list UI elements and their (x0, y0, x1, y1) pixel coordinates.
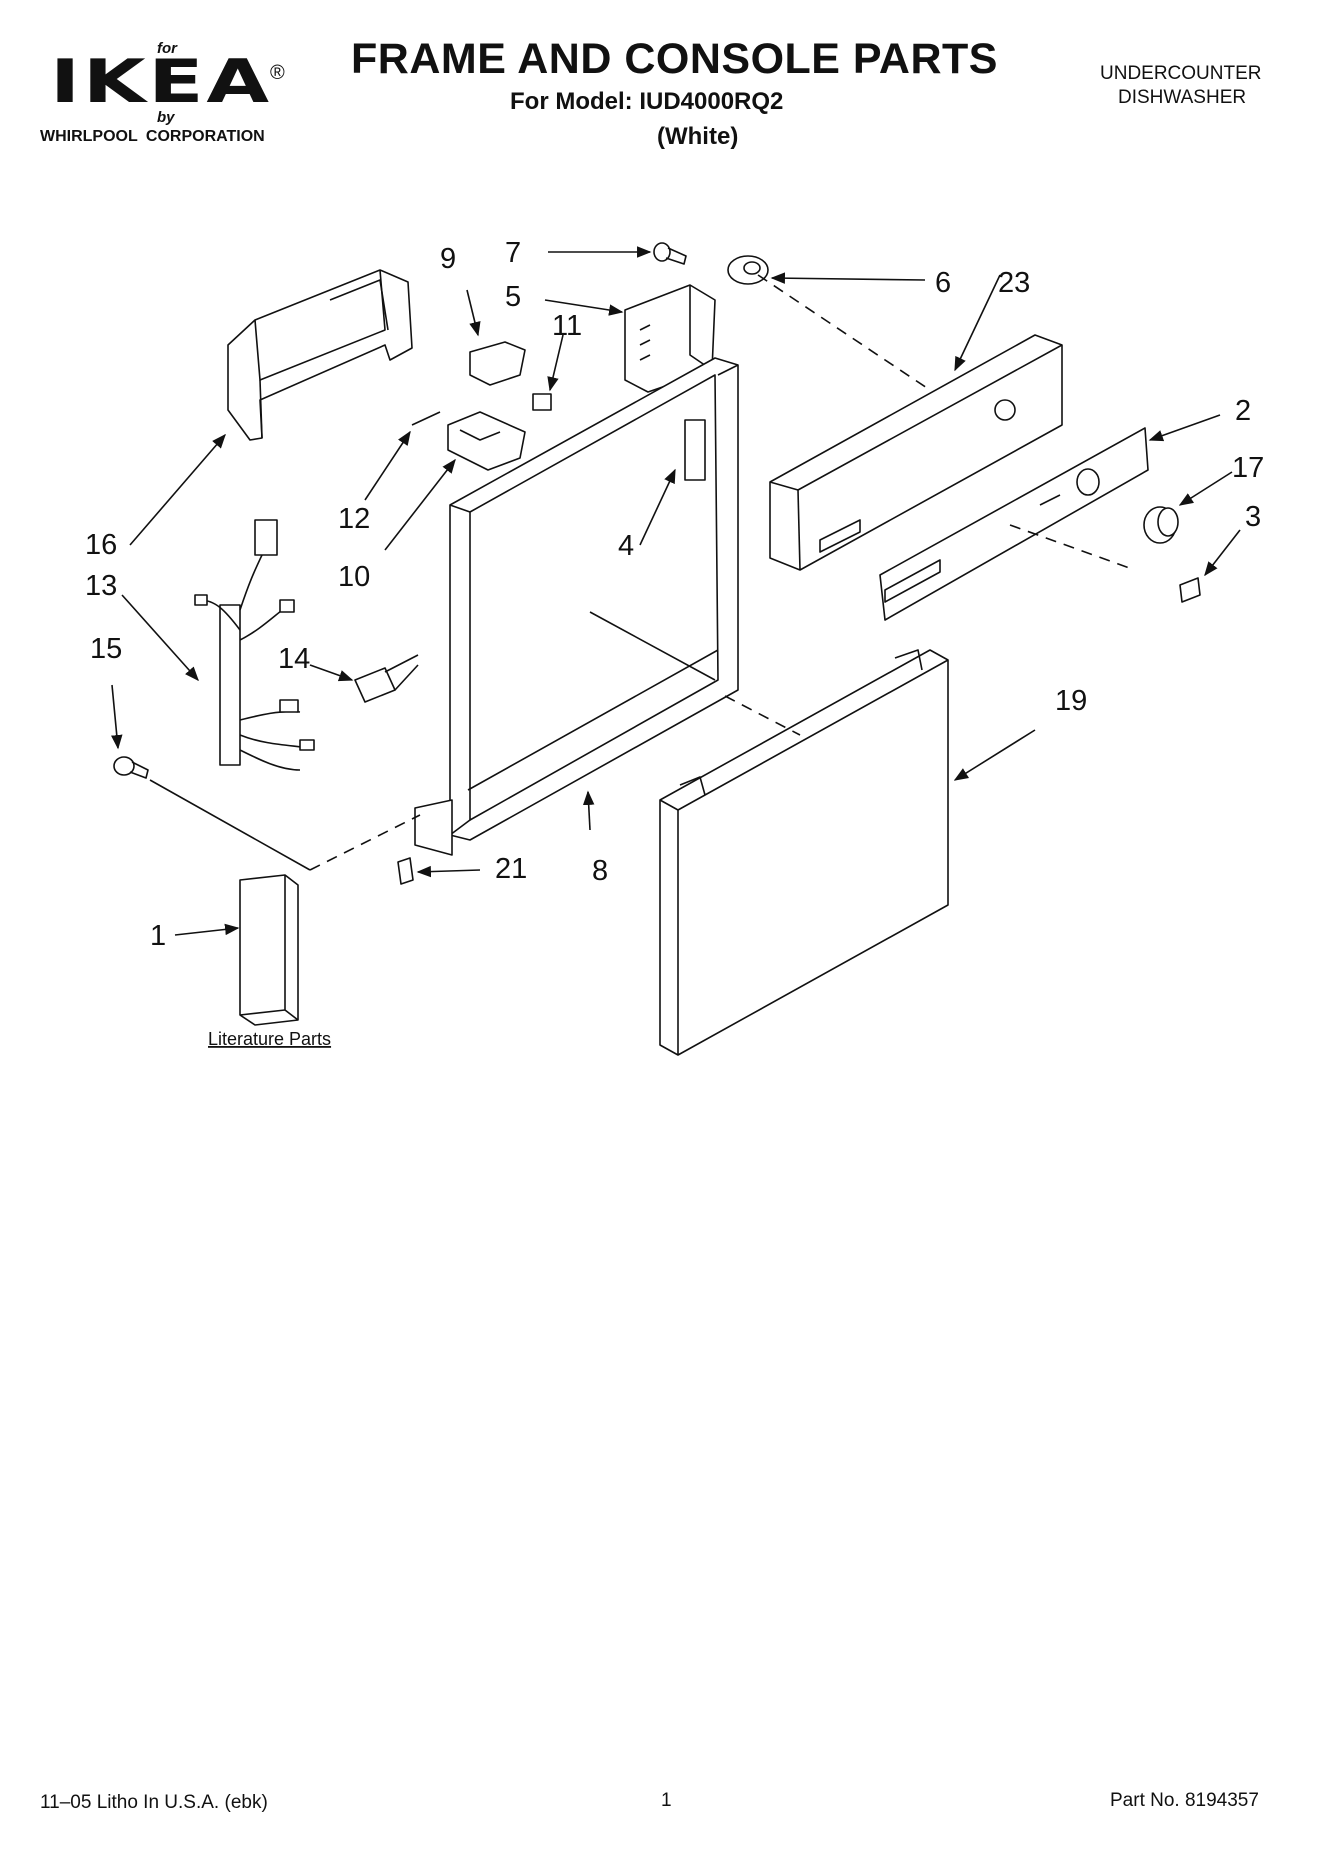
callout-10: 10 (338, 561, 370, 593)
model-number: For Model: IUD4000RQ2 (510, 88, 784, 115)
exploded-parts-diagram: 7 9 5 11 6 23 2 17 3 12 10 4 16 13 15 14… (85, 237, 1264, 1056)
literature-parts-label: Literature Parts (208, 1029, 331, 1049)
part-number: Part No. 8194357 (1110, 1790, 1259, 1811)
part-2-panel (879, 427, 1149, 621)
brand-by-text: by (157, 109, 175, 126)
part-23-console (769, 334, 1063, 571)
assembly-guide-lines (309, 274, 1136, 871)
callout-9: 9 (440, 243, 456, 275)
brand-corporation: WHIRLPOOL CORPORATION (40, 128, 265, 145)
callout-4: 4 (618, 530, 634, 562)
color-variant: (White) (657, 123, 739, 150)
callout-3: 3 (1245, 501, 1261, 533)
callout-6: 6 (935, 267, 951, 299)
part-4-latch-strike (684, 419, 706, 481)
callout-23: 23 (998, 267, 1030, 299)
part-21-clip (397, 857, 414, 885)
callout-5: 5 (505, 281, 521, 313)
callout-13: 13 (85, 570, 117, 602)
part-14-switch (354, 654, 419, 703)
screw-guide-line (149, 779, 311, 871)
callout-8: 8 (592, 855, 608, 887)
product-category-line2: DISHWASHER (1118, 87, 1247, 108)
part-17-knob (1143, 506, 1179, 544)
part-16-wire-cover (227, 269, 413, 441)
callout-12: 12 (338, 503, 370, 535)
part-19-door-panel (659, 649, 949, 1056)
print-info: 11–05 Litho In U.S.A. (ebk) (40, 1792, 268, 1813)
callout-1: 1 (150, 920, 166, 952)
brand-for-text: for (157, 40, 177, 57)
callout-7: 7 (505, 237, 521, 269)
part-6-dial (727, 255, 769, 285)
part-12-strip (411, 411, 441, 426)
callout-17: 17 (1232, 452, 1264, 484)
callout-21: 21 (495, 853, 527, 885)
callout-15: 15 (90, 633, 122, 665)
part-3-button (1179, 577, 1201, 603)
callout-19: 19 (1055, 685, 1087, 717)
registered-mark: ® (270, 62, 285, 84)
leader-arrows (111, 246, 1241, 936)
page-title: FRAME AND CONSOLE PARTS (351, 35, 998, 83)
callout-14: 14 (278, 643, 310, 675)
part-10-holder (447, 411, 526, 471)
part-1-literature (239, 874, 299, 1026)
page-number: 1 (661, 1790, 672, 1811)
callout-16: 16 (85, 529, 117, 561)
callout-11: 11 (552, 310, 582, 342)
part-11-connector (532, 393, 552, 411)
callout-2: 2 (1235, 395, 1251, 427)
frame-guide-line (589, 611, 716, 681)
part-7-screw (653, 242, 687, 265)
part-13-wire-harness (194, 519, 315, 771)
part-15-screw (113, 756, 149, 779)
part-9-bracket (469, 341, 526, 386)
ikea-logo: IKEA (50, 47, 272, 117)
product-category-line1: UNDERCOUNTER (1100, 63, 1262, 84)
